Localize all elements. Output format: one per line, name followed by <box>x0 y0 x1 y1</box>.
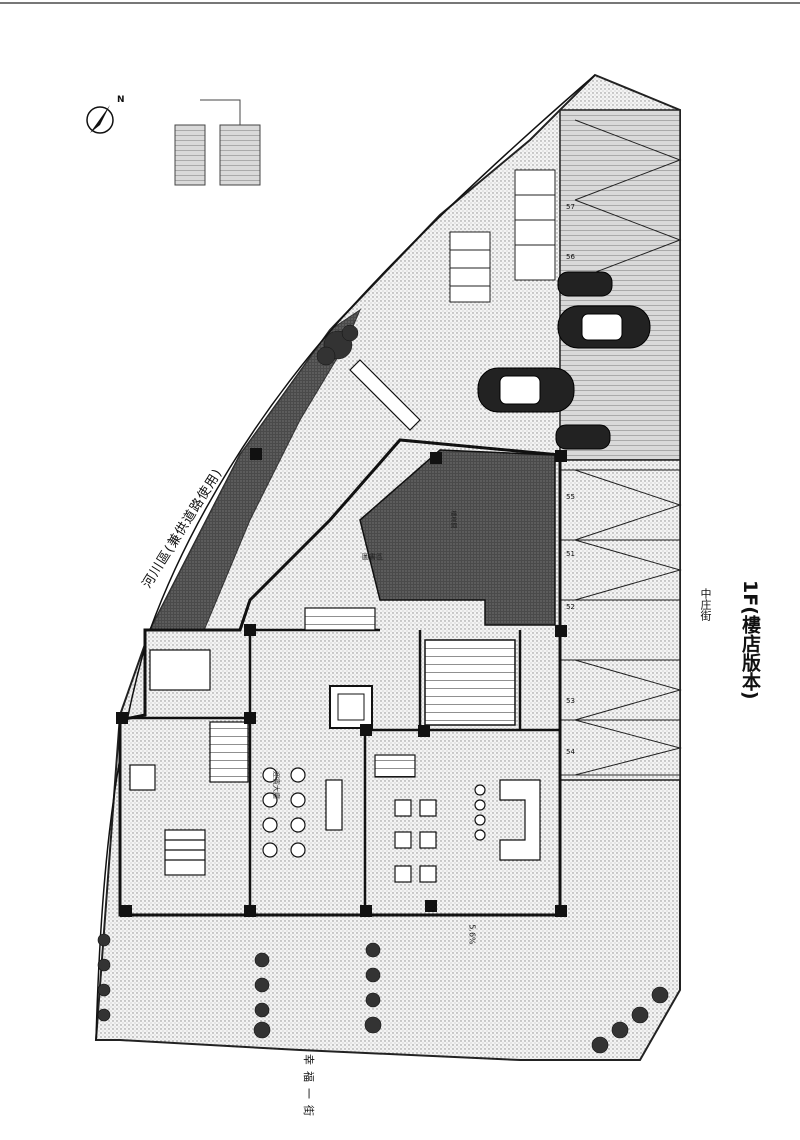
elevator <box>329 685 373 729</box>
lobby-seating <box>262 767 343 858</box>
structural-columns <box>116 448 567 917</box>
left-room-furniture <box>129 649 211 876</box>
parking-slot-label: 54 <box>566 748 575 756</box>
right-street-label: 中庄街 <box>699 588 712 621</box>
car-3 <box>557 271 613 297</box>
ramp <box>349 359 421 431</box>
car-2 <box>557 305 651 349</box>
lobby-label: 迎賓大廳 <box>272 771 280 799</box>
parking-slot-label: 56 <box>566 253 575 261</box>
tree-cluster-top <box>316 324 359 366</box>
area-label: 圖書區 <box>362 553 383 561</box>
stair-right <box>374 754 416 778</box>
parking-bays <box>560 119 682 776</box>
dark-core-area <box>359 449 556 626</box>
parking-slot-label: 52 <box>566 603 575 611</box>
bottom-street-label: 幸福一街 <box>302 1054 315 1122</box>
shop-furniture <box>394 779 541 883</box>
north-label: N <box>117 95 125 105</box>
stair-center <box>424 639 516 726</box>
stair-top <box>304 607 376 631</box>
bike-rack-grid <box>449 169 556 303</box>
parking-slot-label: 51 <box>566 550 575 558</box>
partitions <box>120 628 560 915</box>
river-edge-line <box>95 74 596 1041</box>
dimension-note: 5.6% <box>467 924 477 945</box>
parking-slot-label: 53 <box>566 697 575 705</box>
car-4 <box>555 424 611 450</box>
street-trees <box>97 933 669 1054</box>
stair-left <box>209 721 249 783</box>
parking-slot-label: 55 <box>566 493 575 501</box>
north-arrow-icon <box>86 105 114 134</box>
floor-plan-title: 1F(樓店版本) <box>739 580 761 700</box>
car-1 <box>477 367 575 413</box>
stair-hall-label: 樓梯間 <box>449 510 457 529</box>
key-plan <box>174 99 261 186</box>
parking-slot-label: 57 <box>566 203 575 211</box>
